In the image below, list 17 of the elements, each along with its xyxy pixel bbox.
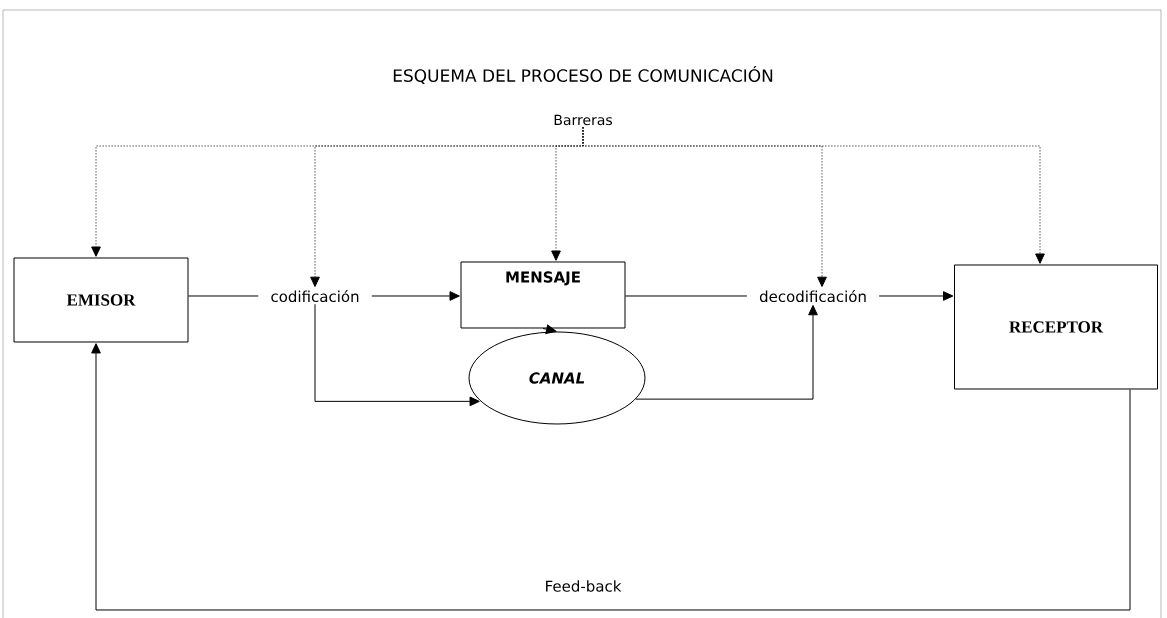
edge-label: Feed-back: [542, 578, 624, 594]
sender-box: EMISOR: [13, 257, 189, 343]
arrow: [91, 343, 1131, 611]
process-label: codificación: [271, 289, 359, 303]
receiver-box: RECEPTOR: [954, 264, 1158, 390]
arrow: [371, 291, 460, 301]
connector-line: [625, 295, 748, 297]
barrier-label: Barreras: [554, 114, 613, 126]
message-box: MENSAJE: [460, 261, 626, 329]
process-label: decodificación: [759, 289, 866, 303]
diagram-title: ESQUEMA DEL PROCESO DE COMUNICACIÓN: [393, 66, 773, 84]
arrow: [878, 291, 954, 301]
connector-line: [188, 295, 259, 297]
arrow: [635, 305, 818, 400]
arrow: [314, 303, 480, 407]
arrow: [582, 126, 1045, 264]
arrow: [542, 324, 557, 335]
